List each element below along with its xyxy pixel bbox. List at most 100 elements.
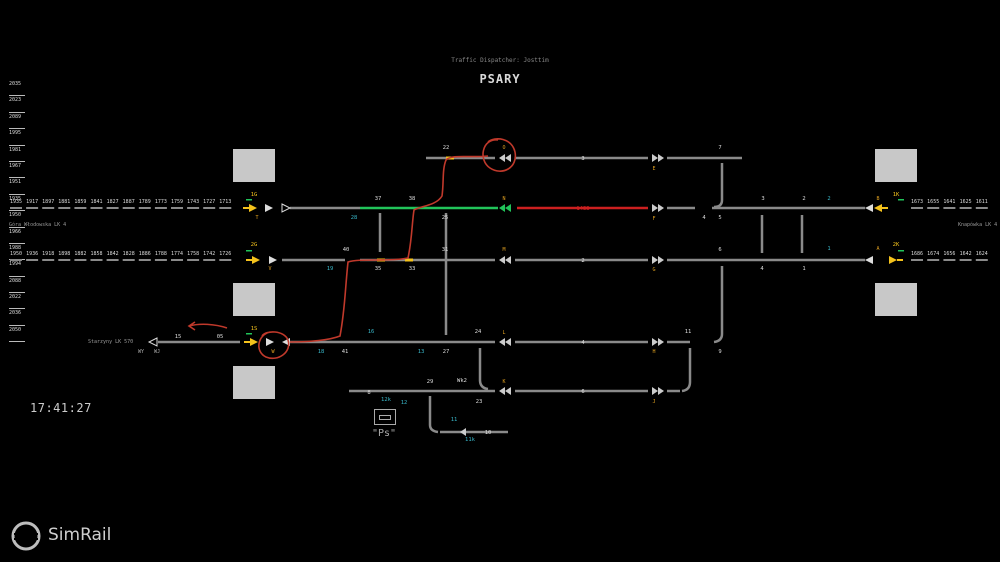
block-panel-tl[interactable] (233, 149, 275, 182)
signal-L[interactable]: L (502, 330, 505, 336)
approach-train-number[interactable]: 1917 (26, 199, 38, 205)
approach-train-number[interactable]: 1742 (203, 251, 215, 257)
track-label: 3 (761, 196, 764, 202)
approach-train-number[interactable]: 1674 (927, 251, 939, 257)
approach-train-number[interactable]: 1759 (171, 199, 183, 205)
approach-train-number[interactable]: 1773 (155, 199, 167, 205)
approach-train-number[interactable]: 1625 (960, 199, 972, 205)
list-item[interactable]: 1935 (9, 195, 25, 212)
list-item[interactable]: 2088 (9, 277, 25, 294)
signal-E[interactable]: E (652, 166, 655, 172)
approach-train-number[interactable]: 1726 (219, 251, 231, 257)
track-label: 7 (718, 145, 721, 151)
signal-V[interactable]: V (268, 266, 271, 272)
signal-T[interactable]: T (255, 215, 258, 221)
approach-train-number[interactable]: 1886 (139, 251, 151, 257)
signal-J[interactable]: J (652, 399, 655, 405)
block-panel-mr[interactable] (875, 283, 917, 316)
approach-train-number[interactable]: 1842 (107, 251, 119, 257)
track-label: 8 (367, 390, 370, 396)
approach-train-number[interactable]: 1882 (74, 251, 86, 257)
approach-train-number[interactable]: 1918 (42, 251, 54, 257)
approach-train-number[interactable]: 1881 (58, 199, 70, 205)
list-item[interactable]: 2022 (9, 293, 25, 310)
signal-N[interactable]: N (502, 196, 505, 202)
signal-WJ[interactable]: WJ (154, 349, 160, 355)
list-item[interactable]: 2036 (9, 309, 25, 326)
approach-train-number[interactable]: 1935 (10, 199, 22, 205)
approach-train-number[interactable]: 1642 (960, 251, 972, 257)
signal-heads[interactable] (147, 154, 903, 436)
approach-train-number[interactable]: 1656 (943, 251, 955, 257)
track-label: 1 (827, 246, 830, 252)
approach-train-number[interactable]: 1774 (171, 251, 183, 257)
approach-train-number[interactable]: 1743 (187, 199, 199, 205)
signal-A[interactable]: A (876, 246, 879, 252)
list-item[interactable]: 1951 (9, 178, 25, 195)
approach-train-number[interactable]: 1858 (90, 251, 102, 257)
switch-connector[interactable] (713, 266, 724, 344)
signal-WY[interactable]: WY (138, 349, 144, 355)
switch-connector[interactable] (681, 348, 692, 393)
approach-train-number[interactable]: 1713 (219, 199, 231, 205)
approach-train-number[interactable]: 1859 (74, 199, 86, 205)
switch-connector[interactable] (478, 348, 489, 391)
approach-train-number[interactable]: 1641 (943, 199, 955, 205)
approach-train-number[interactable]: 1898 (58, 251, 70, 257)
track-label: 12k (381, 397, 392, 403)
list-item[interactable]: 1994 (9, 260, 25, 277)
track-label: 4 (702, 215, 706, 221)
track-ids-yellow: 1G 2G 1S 1K 2K (251, 192, 900, 332)
approach-train-number[interactable]: 1727 (203, 199, 215, 205)
approach-train-number[interactable]: 1827 (107, 199, 119, 205)
list-item[interactable]: 1950 (9, 211, 25, 228)
block-panel-tr[interactable] (875, 149, 917, 182)
track-label: 37 (375, 196, 382, 202)
approach-train-number[interactable]: 1936 (26, 251, 38, 257)
approach-train-number[interactable]: 1841 (90, 199, 102, 205)
signal-W[interactable]: W (271, 349, 275, 355)
switch-connector[interactable] (713, 163, 724, 209)
track-label: 28 (351, 215, 358, 221)
track-numbers-cyan: 28 19 16 18 13 12k 12 11 11k 2 1 (318, 196, 831, 443)
block-panel-ml[interactable] (233, 283, 275, 316)
approach-train-number[interactable]: 1758 (187, 251, 199, 257)
approach-train-number[interactable]: 1788 (155, 251, 167, 257)
signal-H[interactable]: H (652, 349, 655, 355)
approach-train-number[interactable]: 1897 (42, 199, 54, 205)
signal-O[interactable]: O (502, 145, 505, 151)
signal-K[interactable]: K (502, 379, 505, 385)
track-label: 35 (375, 266, 382, 272)
station-title: PSARY (479, 72, 521, 86)
list-item[interactable]: 2023 (9, 96, 25, 113)
ps-icon[interactable] (374, 409, 396, 425)
list-item[interactable]: 2035 (9, 80, 25, 97)
approach-train-number[interactable]: 1686 (911, 251, 923, 257)
list-item[interactable]: 2050 (9, 326, 25, 343)
list-item[interactable]: 1981 (9, 146, 25, 162)
list-item[interactable]: 1995 (9, 129, 25, 146)
list-item[interactable]: 1967 (9, 162, 25, 179)
approach-train-number[interactable]: 1673 (911, 199, 923, 205)
list-item[interactable]: 2089 (9, 113, 25, 130)
approach-train-number[interactable]: 1828 (123, 251, 135, 257)
signal-F[interactable]: F (652, 216, 655, 222)
track-label: 18 (318, 349, 325, 355)
signal-B[interactable]: B (876, 196, 879, 202)
approach-train-number[interactable]: 1611 (976, 199, 988, 205)
list-item[interactable]: 1966 (9, 228, 25, 244)
approach-train-number[interactable]: 1655 (927, 199, 939, 205)
track-label: 05 (217, 334, 224, 340)
approach-train-number[interactable]: 1887 (123, 199, 135, 205)
train-number-occupied[interactable]: 1433 (576, 206, 589, 212)
track-label: 2 (581, 258, 584, 264)
switch-connector[interactable] (428, 396, 439, 434)
approach-train-number[interactable]: 1624 (976, 251, 988, 257)
signal-M[interactable]: M (502, 247, 505, 253)
signal-G[interactable]: G (652, 267, 655, 273)
approach-train-number[interactable]: 1950 (10, 251, 22, 257)
approach-train-number[interactable]: 1789 (139, 199, 151, 205)
track-label: 11 (451, 417, 458, 423)
block-panel-bl[interactable] (233, 366, 275, 399)
track-label: Wk2 (457, 378, 467, 384)
